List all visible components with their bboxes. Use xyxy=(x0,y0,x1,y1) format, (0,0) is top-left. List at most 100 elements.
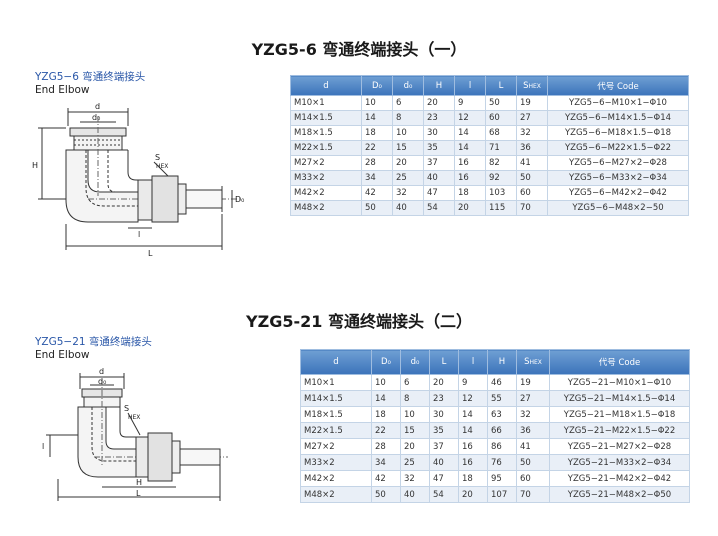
cell-code: YZG5−21−M18×1.5−Φ18 xyxy=(549,406,690,423)
cell-d: M27×2 xyxy=(290,155,362,171)
cell: 16 xyxy=(454,170,486,186)
col-header: d xyxy=(300,349,372,375)
cell-d: M42×2 xyxy=(290,185,362,201)
cell: 37 xyxy=(429,438,459,455)
col-header: SHEX xyxy=(516,75,548,96)
cell: 15 xyxy=(392,140,424,156)
col-header-hex: HEX xyxy=(529,359,542,366)
cell: 37 xyxy=(423,155,455,171)
col-header: H xyxy=(423,75,455,96)
cell: 14 xyxy=(458,422,488,439)
section2-title: YZG5-21 弯通终端接头（二） xyxy=(246,312,472,331)
cell: 25 xyxy=(392,170,424,186)
cell-d: M10×1 xyxy=(290,95,362,111)
cell: 23 xyxy=(429,390,459,407)
cell-code: YZG5−21−M42×2−Φ42 xyxy=(549,470,690,487)
cell: 32 xyxy=(516,406,550,423)
cell-code: YZG5−21−M14×1.5−Φ14 xyxy=(549,390,690,407)
cell: 20 xyxy=(423,95,455,111)
cell-d: M14×1.5 xyxy=(290,110,362,126)
cell: 14 xyxy=(458,406,488,423)
drawing1-label-H: H xyxy=(32,161,38,170)
cell: 115 xyxy=(485,200,517,216)
cell: 27 xyxy=(516,390,550,407)
cell: 50 xyxy=(485,95,517,111)
cell: 50 xyxy=(516,454,550,471)
cell: 9 xyxy=(454,95,486,111)
cell-d: M10×1 xyxy=(300,374,372,391)
cell-d: M14×1.5 xyxy=(300,390,372,407)
section1-subtitle-en: End Elbow xyxy=(35,84,90,96)
section1-subtitle: YZG5−6 弯通终端接头 End Elbow xyxy=(35,71,145,97)
cell: 41 xyxy=(516,155,548,171)
cell: 35 xyxy=(429,422,459,439)
section2-subtitle-en: End Elbow xyxy=(35,349,90,361)
cell: 20 xyxy=(429,374,459,391)
cell: 10 xyxy=(392,125,424,141)
cell-d: M33×2 xyxy=(300,454,372,471)
cell: 32 xyxy=(392,185,424,201)
cell-d: M27×2 xyxy=(300,438,372,455)
cell: 41 xyxy=(516,438,550,455)
cell: 18 xyxy=(371,406,401,423)
cell-code: YZG5−6−M14×1.5−Φ14 xyxy=(547,110,689,126)
cell-code: YZG5−21−M33×2−Φ34 xyxy=(549,454,690,471)
table-header-row: d D₀ d₀ L l H SHEX 代号 Code xyxy=(300,349,690,375)
drawing2-label-L: L xyxy=(136,489,141,498)
cell: 66 xyxy=(487,422,517,439)
cell: 20 xyxy=(458,486,488,503)
cell: 86 xyxy=(487,438,517,455)
col-header: L xyxy=(429,349,459,375)
cell: 50 xyxy=(361,200,393,216)
cell: 19 xyxy=(516,95,548,111)
cell: 34 xyxy=(371,454,401,471)
cell: 55 xyxy=(487,390,517,407)
cell-d: M18×1.5 xyxy=(300,406,372,423)
col-header: D₀ xyxy=(371,349,401,375)
cell: 54 xyxy=(423,200,455,216)
cell: 8 xyxy=(392,110,424,126)
col-header-hex: HEX xyxy=(528,82,541,90)
cell: 12 xyxy=(454,110,486,126)
cell-code: YZG5−21−M10×1−Φ10 xyxy=(549,374,690,391)
cell: 60 xyxy=(516,470,550,487)
cell-code: YZG5−6−M27×2−Φ28 xyxy=(547,155,689,171)
cell: 22 xyxy=(371,422,401,439)
col-header: H xyxy=(487,349,517,375)
cell: 95 xyxy=(487,470,517,487)
drawing2-label-HEX: HEX xyxy=(128,414,140,421)
col-header: d xyxy=(290,75,362,96)
cell: 40 xyxy=(429,454,459,471)
col-header: d₀ xyxy=(392,75,424,96)
cell: 20 xyxy=(392,155,424,171)
cell: 60 xyxy=(485,110,517,126)
elbow-drawing-1: d d₀ H S HEX D₀ l L xyxy=(32,102,244,258)
cell: 18 xyxy=(361,125,393,141)
cell: 42 xyxy=(371,470,401,487)
cell-code: YZG5−6−M48×2−50 xyxy=(547,200,689,216)
section1-subtitle-cn: YZG5−6 弯通终端接头 xyxy=(35,71,146,83)
col-header: d₀ xyxy=(400,349,430,375)
drawing2-label-l: l xyxy=(42,442,44,451)
drawing1-label-HEX: HEX xyxy=(156,163,168,170)
section1-title: YZG5-6 弯通终端接头（一） xyxy=(251,40,467,59)
cell: 42 xyxy=(361,185,393,201)
cell-d: M33×2 xyxy=(290,170,362,186)
cell-d: M22×1.5 xyxy=(300,422,372,439)
cell-code: YZG5−21−M48×2−Φ50 xyxy=(549,486,690,503)
cell: 6 xyxy=(392,95,424,111)
col-header: SHEX xyxy=(516,349,550,375)
cell: 19 xyxy=(516,374,550,391)
col-header: 代号 Code xyxy=(549,349,690,375)
drawing1-label-d: d xyxy=(95,102,100,111)
